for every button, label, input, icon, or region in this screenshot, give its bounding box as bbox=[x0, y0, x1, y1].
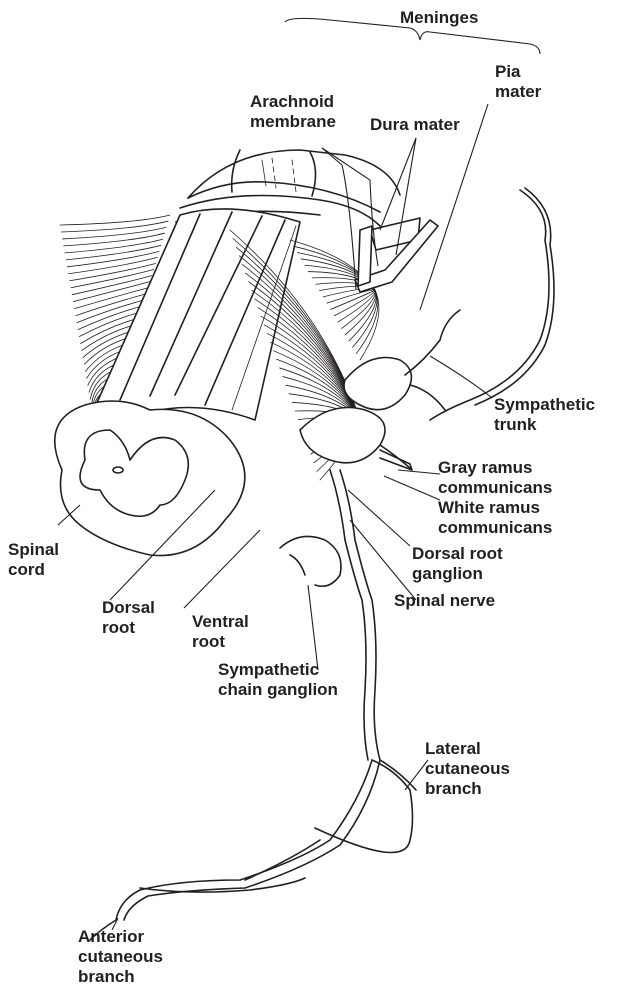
arachnoid-label-line-1: Arachnoid bbox=[250, 92, 336, 112]
pia-mater-label-line-1: Pia bbox=[495, 62, 541, 82]
sympathetic-trunk-label-line-1: Sympathetic bbox=[494, 395, 595, 415]
dorsal-root-ganglion-label-line-1: Dorsal root bbox=[412, 544, 503, 564]
lateral-cutaneous-label-line-3: branch bbox=[425, 779, 510, 799]
gray-ramus-label-line-2: communicans bbox=[438, 478, 552, 498]
spinal-cord-column bbox=[96, 209, 300, 420]
dura-mater-label: Dura mater bbox=[370, 115, 460, 135]
anterior-cutaneous-label-line-1: Anterior bbox=[78, 927, 163, 947]
ventral-root-label-line-1: Ventral bbox=[192, 612, 249, 632]
dorsal-root-label-line-1: Dorsal bbox=[102, 598, 155, 618]
dorsal-root-label-line-2: root bbox=[102, 618, 155, 638]
white-ramus-label-line-1: White ramus bbox=[438, 498, 552, 518]
gray-ramus-label-line-1: Gray ramus bbox=[438, 458, 552, 478]
anterior-cutaneous-label-line-3: branch bbox=[78, 967, 163, 987]
lateral-cutaneous-label-line-1: Lateral bbox=[425, 739, 510, 759]
sympathetic-trunk-label-line-2: trunk bbox=[494, 415, 595, 435]
spinal-nerve-label: Spinal nerve bbox=[394, 591, 495, 611]
sympathetic-chain-ganglion-label-line-2: chain ganglion bbox=[218, 680, 338, 700]
spinal-cord-label-line-1: Spinal bbox=[8, 540, 59, 560]
lateral-cutaneous-label-line-2: cutaneous bbox=[425, 759, 510, 779]
anterior-cutaneous-label-line-2: cutaneous bbox=[78, 947, 163, 967]
spinal-cord-label-line-2: cord bbox=[8, 560, 59, 580]
white-ramus-label-line-2: communicans bbox=[438, 518, 552, 538]
cord-cross-section bbox=[55, 401, 245, 556]
dorsal-root-ganglion-label-line-2: ganglion bbox=[412, 564, 503, 584]
arachnoid-label-line-2: membrane bbox=[250, 112, 336, 132]
ventral-root-label-line-2: root bbox=[192, 632, 249, 652]
meninges-label: Meninges bbox=[400, 8, 478, 28]
sympathetic-chain-ganglion-label-line-1: Sympathetic bbox=[218, 660, 338, 680]
pia-mater-label-line-2: mater bbox=[495, 82, 541, 102]
